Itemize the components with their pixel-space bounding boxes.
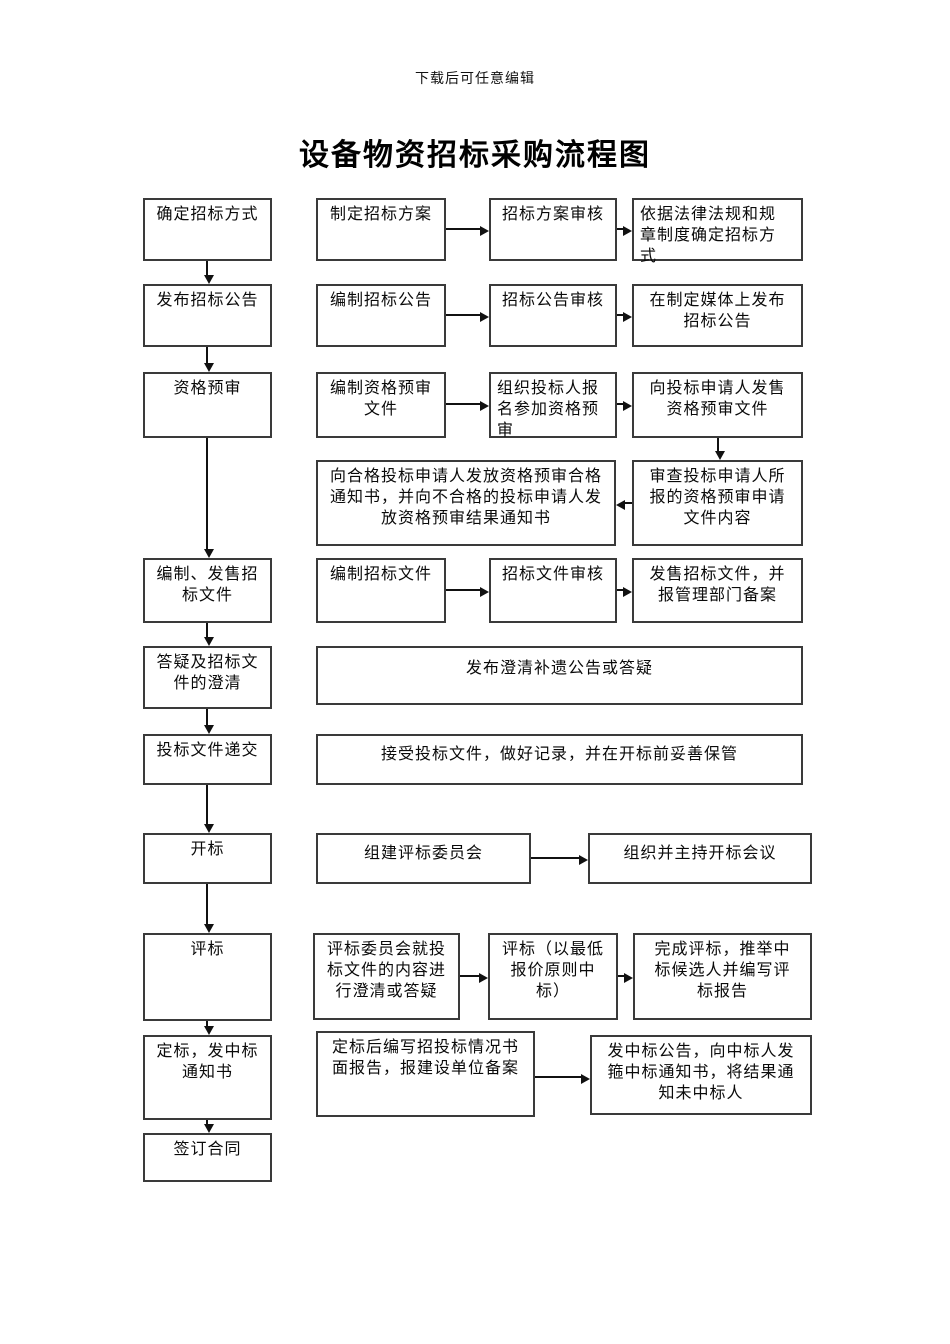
flow-node-bid-plan-review: 招标方案审核 xyxy=(489,198,617,261)
flow-node-per-laws: 依据法律法规和规 章制度确定招标方 式 xyxy=(632,198,803,265)
flow-node-bid-submission: 投标文件递交 xyxy=(143,734,272,785)
flow-node-committee-clarify: 评标委员会就投 标文件的内容进 行澄清或答疑 xyxy=(313,933,460,1020)
arrow-down-3 xyxy=(204,438,214,558)
flow-node-organize-signup: 组织投标人报 名参加资格预 审 xyxy=(489,372,617,439)
flow-node-make-bid-plan: 制定招标方案 xyxy=(316,198,446,261)
flow-node-announcement-review: 招标公告审核 xyxy=(489,284,617,347)
flow-node-qa-clarification: 答疑及招标文 件的澄清 xyxy=(143,646,272,709)
flow-node-sell-prequal-docs: 向投标申请人发售 资格预审文件 xyxy=(632,372,803,438)
arrow-report-to-announce xyxy=(535,1074,590,1084)
arrow-down-1 xyxy=(204,261,214,284)
arrow-down-6 xyxy=(204,709,214,734)
arrow-evaluate-to-complete xyxy=(618,973,633,983)
flow-node-draft-announcement: 编制招标公告 xyxy=(316,284,446,347)
flow-node-publish-on-media: 在制定媒体上发布 招标公告 xyxy=(632,284,803,347)
flow-node-draft-prequal-docs: 编制资格预审 文件 xyxy=(316,372,446,438)
arrow-review-to-notify xyxy=(616,500,632,510)
flow-node-determine-bid-method: 确定招标方式 xyxy=(143,198,272,261)
edit-note: 下载后可任意编辑 xyxy=(415,72,535,87)
arrow-plan-to-review xyxy=(446,226,489,236)
flow-node-sign-contract: 签订合同 xyxy=(143,1133,272,1182)
arrow-down-2 xyxy=(204,347,214,372)
flow-node-written-report: 定标后编写招投标情况书 面报告，报建设单位备案 xyxy=(316,1031,535,1117)
arrow-clarify-to-evaluate xyxy=(460,973,488,983)
arrow-down-8 xyxy=(204,884,214,933)
flow-node-bid-docs-review: 招标文件审核 xyxy=(489,558,617,623)
arrow-down-10 xyxy=(204,1120,214,1133)
arrow-down-7 xyxy=(204,785,214,833)
arrow-down-sell-to-review xyxy=(715,438,725,460)
arrow-down-5 xyxy=(204,623,214,646)
arrow-down-9 xyxy=(204,1021,214,1035)
flow-node-draft-bid-docs: 编制招标文件 xyxy=(316,558,446,623)
arrow-signup-to-sell xyxy=(617,401,632,411)
flow-node-accept-bids: 接受投标文件，做好记录，并在开标前妥善保管 xyxy=(316,734,803,785)
flow-node-sell-bid-docs-filing: 发售招标文件，并 报管理部门备案 xyxy=(632,558,803,623)
arrow-prequaldocs-to-signup xyxy=(446,401,489,411)
flow-node-prepare-sell-bid-docs: 编制、发售招 标文件 xyxy=(143,558,272,623)
flow-node-publish-clarification: 发布澄清补遗公告或答疑 xyxy=(316,646,803,705)
flow-node-prequalification: 资格预审 xyxy=(143,372,272,438)
flow-node-notify-prequal-results: 向合格投标申请人发放资格预审合格 通知书，并向不合格的投标申请人发 放资格预审结… xyxy=(316,460,616,546)
page-title: 设备物资招标采购流程图 xyxy=(299,139,651,172)
arrow-committee-to-meeting xyxy=(531,855,588,865)
flow-node-award-notice: 定标，发中标 通知书 xyxy=(143,1035,272,1120)
flow-node-review-prequal-files: 审查投标申请人所 报的资格预审申请 文件内容 xyxy=(632,460,803,546)
arrow-review-to-media xyxy=(617,312,632,322)
flow-node-bid-evaluation: 评标 xyxy=(143,933,272,1021)
flow-node-bid-opening: 开标 xyxy=(143,833,272,884)
flow-node-evaluate-lowest-price: 评标（以最低 报价原则中 标） xyxy=(488,933,618,1020)
arrow-biddocs-to-review xyxy=(446,587,489,597)
flow-node-announce-winner: 发中标公告，向中标人发 箍中标通知书，将结果通 知未中标人 xyxy=(590,1035,812,1115)
flow-node-form-committee: 组建评标委员会 xyxy=(316,833,531,884)
arrow-review-to-filing xyxy=(617,587,632,597)
flow-node-host-opening-meeting: 组织并主持开标会议 xyxy=(588,833,812,884)
flow-node-publish-announcement: 发布招标公告 xyxy=(143,284,272,347)
flow-node-complete-evaluation: 完成评标，推举中 标候选人并编写评 标报告 xyxy=(633,933,812,1020)
arrow-review-to-laws xyxy=(617,226,632,236)
arrow-announce-to-review xyxy=(446,312,489,322)
